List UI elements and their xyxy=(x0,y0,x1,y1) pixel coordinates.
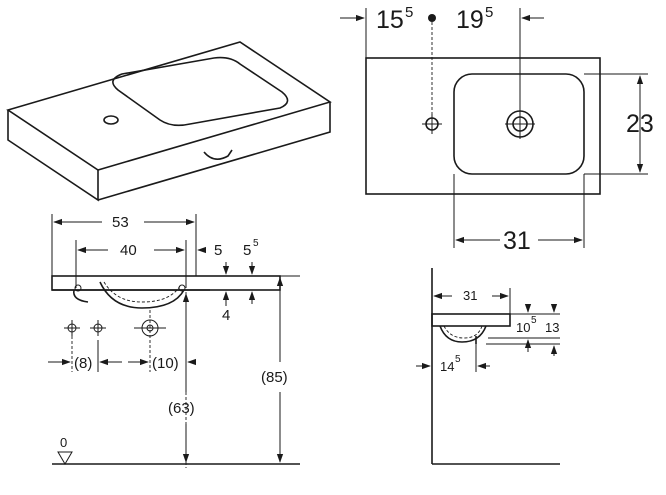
front-bowl-width-label: 40 xyxy=(120,242,137,259)
side-outlet-label: 14 xyxy=(440,359,454,374)
plan-height-label: 23 xyxy=(626,110,654,138)
side-rim-a-sup: 5 xyxy=(531,315,537,326)
top-right-offset-sup: 5 xyxy=(485,4,493,21)
front-right-b-sup: 5 xyxy=(253,238,259,249)
side-rim-a-label: 10 xyxy=(516,320,530,335)
front-right-a-label: 5 xyxy=(214,242,222,259)
isometric-view xyxy=(6,41,332,202)
front-view xyxy=(48,214,300,468)
plan-view-labels: 15 5 19 5 23 31 xyxy=(376,4,654,255)
side-depth-label: 31 xyxy=(463,288,477,303)
front-width-label: 53 xyxy=(112,214,129,231)
plan-view xyxy=(340,8,648,248)
front-view-labels: 53 40 5 5 5 4 (8) (10) (63) (85) 0 xyxy=(60,214,288,450)
side-view-labels: 31 10 5 13 14 5 xyxy=(440,288,559,374)
front-thickness-label: 4 xyxy=(222,307,230,324)
outlet-height-label: (63) xyxy=(168,400,195,417)
plan-bowl-width-label: 31 xyxy=(503,227,531,255)
rim-height-label: (85) xyxy=(261,369,288,386)
side-view xyxy=(416,268,560,465)
trap-right-label: (10) xyxy=(152,355,179,372)
top-left-offset-sup: 5 xyxy=(405,4,413,21)
floor-level-label: 0 xyxy=(60,435,67,450)
side-rim-b-label: 13 xyxy=(545,320,559,335)
side-outlet-sup: 5 xyxy=(455,354,461,365)
top-left-offset-label: 15 xyxy=(376,6,404,34)
front-right-b-label: 5 xyxy=(243,242,251,259)
trap-left-label: (8) xyxy=(74,355,92,372)
top-right-offset-label: 19 xyxy=(456,6,484,34)
